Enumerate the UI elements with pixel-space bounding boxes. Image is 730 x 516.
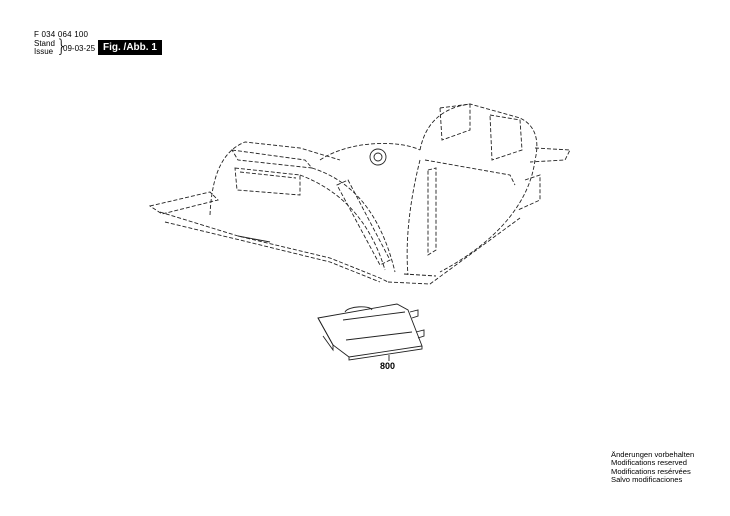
housing-drawing bbox=[148, 103, 571, 285]
note-es: Salvo modificaciones bbox=[611, 474, 683, 484]
part-number: F 034 064 100 bbox=[34, 30, 89, 39]
brace-symbol: } bbox=[56, 36, 68, 57]
revision-date: 09-03-25 bbox=[63, 44, 96, 53]
callout-800: 800 bbox=[380, 361, 396, 371]
stand-label: Stand bbox=[34, 39, 55, 48]
stand-issue-labels: Stand Issue bbox=[34, 40, 55, 56]
modification-notes: Änderungen vorbehalten Modifications res… bbox=[611, 450, 695, 484]
note-en: Modifications reserved bbox=[611, 458, 687, 468]
note-de: Änderungen vorbehalten bbox=[611, 450, 695, 459]
cover-part-800 bbox=[317, 303, 425, 361]
figure-label: Fig. /Abb. 1 bbox=[98, 40, 162, 55]
note-fr: Modifications resérvées bbox=[611, 466, 691, 476]
issue-label: Issue bbox=[34, 47, 54, 56]
